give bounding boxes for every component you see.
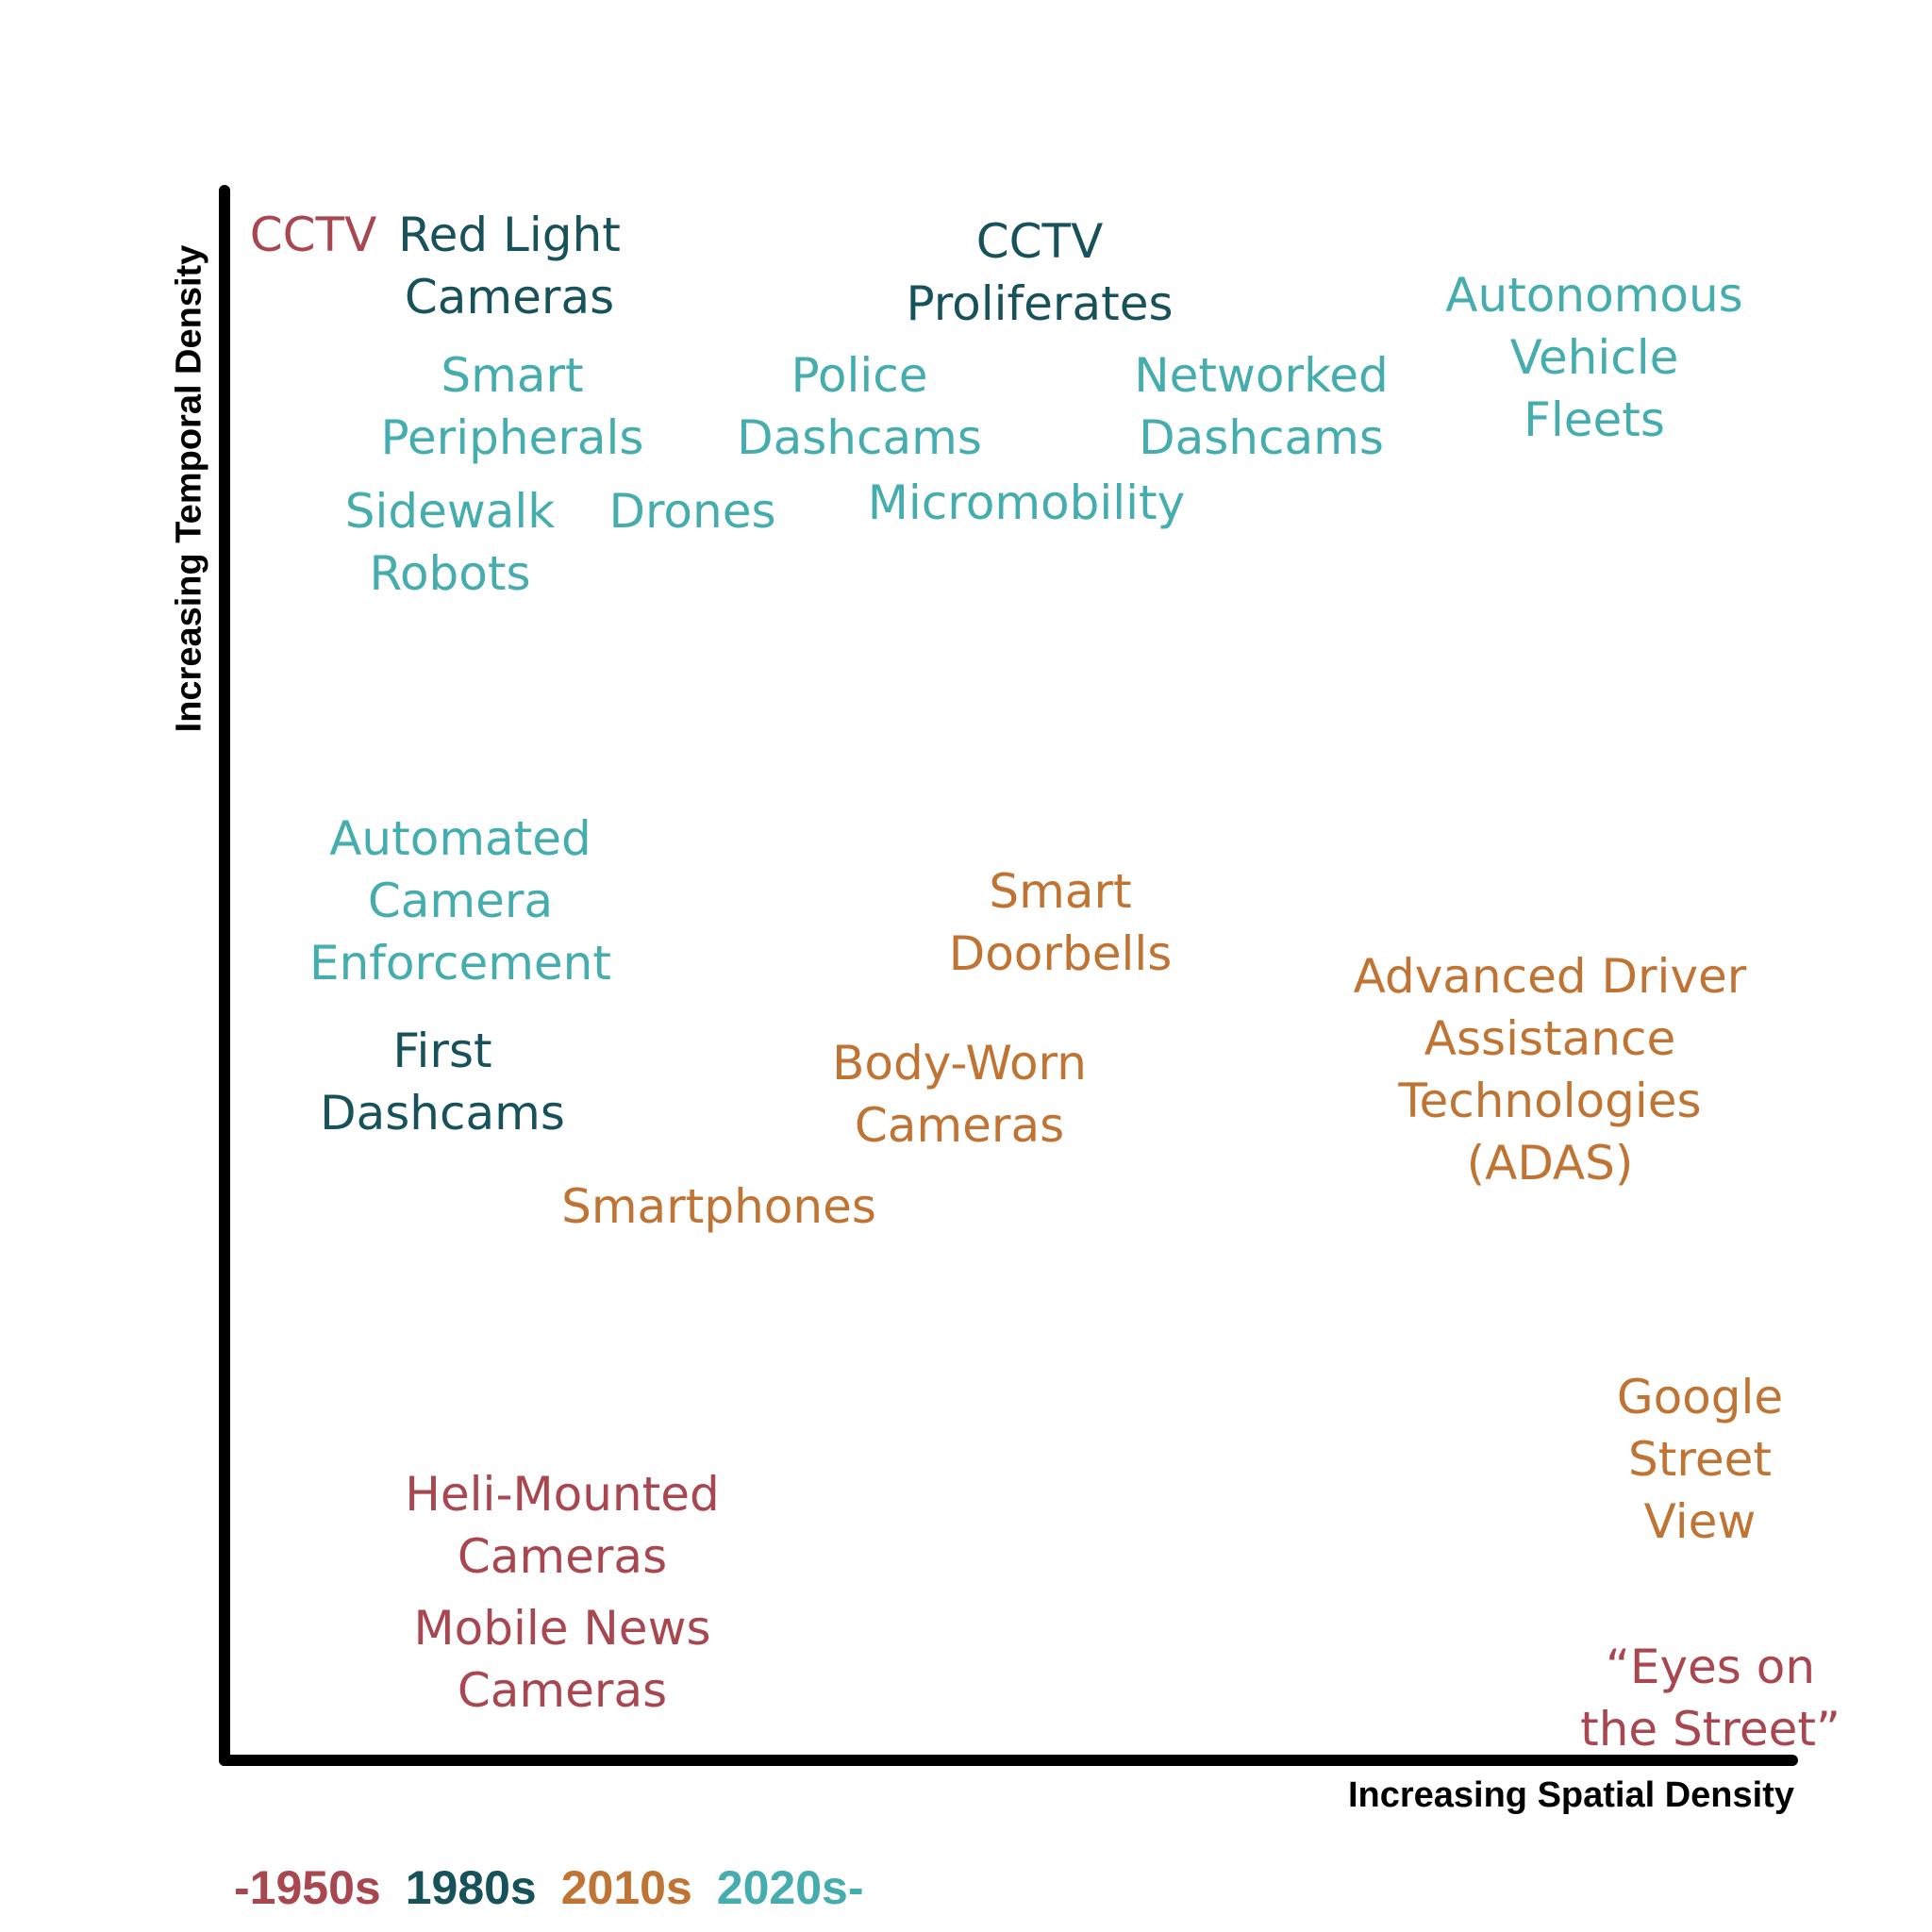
era-legend: -1950s 1980s 2010s 2020s- [234,1860,864,1915]
legend-1980s: 1980s [405,1861,537,1914]
y-axis-line [219,185,230,1766]
label-first-dashcams: First Dashcams [320,1024,565,1141]
legend-2010s: 2010s [560,1861,692,1914]
label-mobile-news-cameras: Mobile News Cameras [413,1601,711,1718]
label-smart-doorbells: Smart Doorbells [948,864,1173,981]
label-drones: Drones [608,484,776,539]
label-cctv-early: CCTV [249,208,377,262]
legend-2020s: 2020s- [716,1861,864,1914]
y-axis-label: Increasing Temporal Density [169,244,209,733]
label-advanced-driver-assistance: Advanced Driver Assistance Technologies … [1353,949,1747,1191]
label-heli-mounted-cameras: Heli-Mounted Cameras [405,1467,720,1584]
label-google-street-view: Google Street View [1616,1370,1784,1549]
label-sidewalk-robots: Sidewalk Robots [344,484,556,601]
label-smartphones: Smartphones [561,1179,876,1234]
label-eyes-on-the-street: “Eyes on the Street” [1580,1640,1840,1757]
x-axis-line [219,1755,1798,1766]
label-networked-dashcams: Networked Dashcams [1134,348,1389,465]
label-police-dashcams: Police Dashcams [737,348,982,465]
label-smart-peripherals: Smart Peripherals [380,348,644,465]
label-red-light-cameras: Red Light Cameras [398,208,621,325]
label-cctv-proliferates: CCTV Proliferates [906,214,1174,331]
x-axis-label: Increasing Spatial Density [1347,1775,1794,1815]
label-autonomous-vehicle-fleets: Autonomous Vehicle Fleets [1445,268,1743,447]
label-micromobility: Micromobility [867,475,1186,530]
label-automated-camera-enforcement: Automated Camera Enforcement [309,811,611,991]
label-body-worn-cameras: Body-Worn Cameras [832,1036,1087,1153]
legend-1950s: -1950s [234,1861,381,1914]
